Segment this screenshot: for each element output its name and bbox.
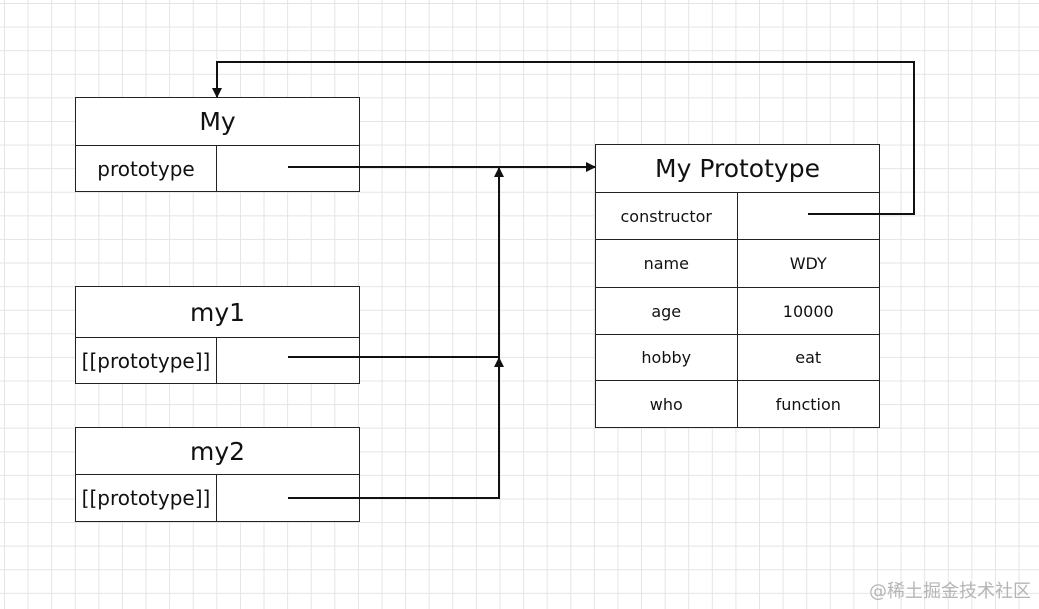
prototype-row-key: age <box>596 288 738 334</box>
prototype-row-name: name WDY <box>596 240 879 288</box>
instance-prototype-key: [[prototype]] <box>76 338 217 383</box>
constructor-prototype-key: prototype <box>76 146 217 191</box>
prototype-row-key: name <box>596 240 738 287</box>
constructor-box: My prototype <box>75 97 360 192</box>
instance-box-title: my2 <box>76 428 359 475</box>
prototype-row-age: age 10000 <box>596 288 879 335</box>
prototype-row-value: 10000 <box>782 301 834 321</box>
instance-box-my1: my1 [[prototype]] <box>75 286 360 384</box>
instance-prototype-row: [[prototype]] <box>76 475 359 521</box>
constructor-prototype-value <box>217 146 359 191</box>
instance-prototype-key: [[prototype]] <box>76 475 217 521</box>
prototype-box-title: My Prototype <box>596 145 879 193</box>
prototype-row-value: WDY <box>789 254 827 273</box>
prototype-row-hobby: hobby eat <box>596 335 879 381</box>
instance-prototype-row: [[prototype]] <box>76 338 359 383</box>
prototype-row-constructor: constructor <box>596 193 879 240</box>
prototype-box: My Prototype constructor name WDY age 10… <box>595 144 880 428</box>
prototype-row-value: function <box>775 394 841 414</box>
constructor-prototype-row: prototype <box>76 146 359 191</box>
instance-prototype-value <box>217 338 359 383</box>
prototype-row-key: hobby <box>596 335 738 380</box>
prototype-row-key: who <box>596 381 738 427</box>
prototype-row-key: constructor <box>596 193 738 239</box>
instance-box-my2: my2 [[prototype]] <box>75 427 360 522</box>
instance-box-title: my1 <box>76 287 359 338</box>
prototype-row-who: who function <box>596 381 879 427</box>
instance-prototype-value <box>217 475 359 521</box>
prototype-row-value <box>738 193 880 239</box>
prototype-row-value: eat <box>795 348 822 367</box>
constructor-box-title: My <box>76 98 359 146</box>
watermark: @稀土掘金技术社区 <box>869 581 1031 602</box>
